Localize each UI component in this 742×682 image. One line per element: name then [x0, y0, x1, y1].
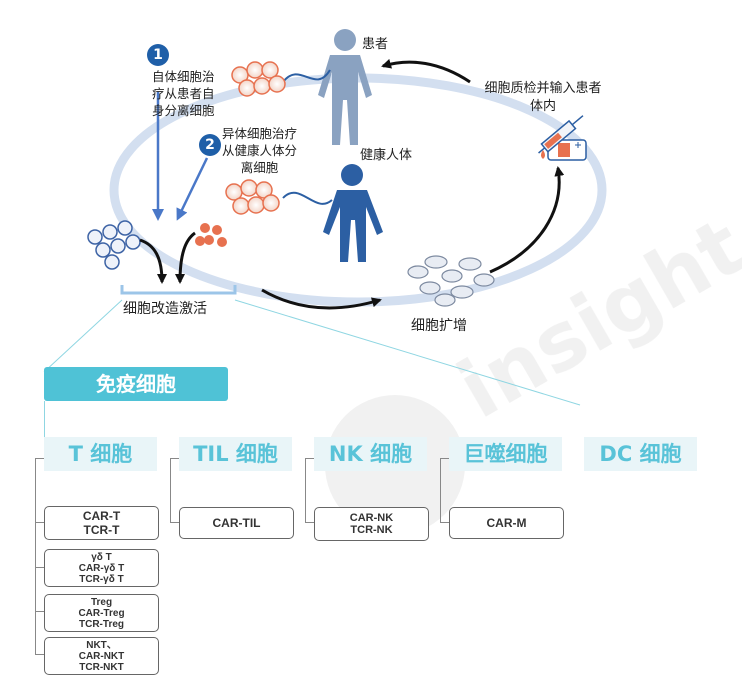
healthy-cells-icon: [225, 179, 280, 215]
til-vline: [170, 458, 171, 522]
arrow-to-expand: [261, 288, 382, 310]
modify-bracket: [120, 285, 237, 295]
macrophage-box-car-m: CAR-M: [449, 507, 564, 539]
healthy-connector: [282, 191, 333, 205]
immune-title: 免疫细胞: [44, 367, 228, 401]
box-line: CAR-γδ T: [78, 562, 125, 574]
step2-arrow: [176, 157, 209, 221]
step-1-badge: 1: [147, 44, 169, 66]
arrow-to-patient: [381, 58, 471, 84]
nk-branch: [305, 522, 314, 523]
watermark-logo: insight: [325, 200, 742, 535]
category-t-cell: T 细胞: [44, 437, 157, 471]
nk-hline: [305, 458, 314, 459]
syringe-icon: [538, 115, 587, 161]
til-branch: [170, 522, 179, 523]
til-box-car-til: CAR-TIL: [179, 507, 294, 539]
healthy-body-icon: [323, 164, 383, 262]
expanded-cells-icon: [407, 255, 495, 307]
macro-vline: [440, 458, 441, 522]
box-line: CAR-TIL: [212, 516, 261, 530]
t-branch-2: [35, 567, 44, 568]
box-line: NKT、: [86, 639, 117, 651]
raw-cells-icon: [87, 220, 141, 270]
box-line: CAR-T: [82, 509, 121, 523]
step-2-badge: 2: [199, 134, 221, 156]
merge-arrow-right: [175, 231, 196, 284]
box-line: TCR-NK: [350, 524, 393, 536]
healthy-label: 健康人体: [360, 148, 413, 163]
category-macrophage: 巨噬细胞: [449, 437, 562, 471]
t-branch-3: [35, 611, 44, 612]
svg-text:insight: insight: [443, 200, 742, 436]
expand-label: 细胞扩增: [411, 318, 467, 334]
qc-label: 细胞质检并输入患者 体内: [484, 81, 602, 114]
box-line: TCR-NKT: [79, 661, 124, 673]
til-hline: [170, 458, 179, 459]
box-line: TCR-Treg: [79, 618, 124, 630]
category-til-cell: TIL 细胞: [179, 437, 292, 471]
title-stem: [44, 401, 45, 441]
macro-hline: [440, 458, 449, 459]
patient-cells-icon: [231, 61, 286, 97]
box-line: CAR-NK: [349, 512, 394, 524]
box-line: TCR-γδ T: [79, 573, 124, 585]
macro-branch: [440, 522, 449, 523]
step-2-text: 异体细胞治疗 从健康人体分 离细胞: [222, 126, 298, 175]
t-branch-4: [35, 654, 44, 655]
step-1-text: 自体细胞治 疗从患者自 身分离细胞: [152, 69, 215, 118]
merge-arrow-left: [139, 238, 167, 284]
box-line: CAR-NKT: [78, 650, 125, 662]
t-cell-vline: [35, 458, 36, 654]
nk-vline: [305, 458, 306, 522]
patient-label: 患者: [362, 37, 389, 52]
box-line: TCR-T: [83, 523, 120, 537]
patient-body-icon: [318, 29, 372, 145]
modify-label: 细胞改造激活: [123, 301, 207, 317]
t-cell-box-treg: Treg CAR-Treg TCR-Treg: [44, 594, 159, 632]
t-cell-box-gamma-delta: γδ T CAR-γδ T TCR-γδ T: [44, 549, 159, 587]
arrow-to-qc: [489, 166, 565, 274]
box-line: Treg: [90, 596, 113, 608]
t-cell-hline: [35, 458, 44, 459]
t-branch-1: [35, 522, 44, 523]
box-line: γδ T: [91, 551, 112, 563]
nk-box-car-nk: CAR-NK TCR-NK: [314, 507, 429, 541]
engineered-cells-icon: [195, 223, 227, 247]
category-nk-cell: NK 细胞: [314, 437, 427, 471]
guide-line-right: [234, 299, 581, 406]
category-dc-cell: DC 细胞: [584, 437, 697, 471]
box-line: CAR-M: [486, 516, 527, 530]
patient-connector: [282, 69, 331, 83]
box-line: CAR-Treg: [78, 607, 125, 619]
t-cell-box-car-t: CAR-T TCR-T: [44, 506, 159, 540]
t-cell-box-nkt: NKT、 CAR-NKT TCR-NKT: [44, 637, 159, 675]
guide-line-left: [43, 299, 123, 373]
